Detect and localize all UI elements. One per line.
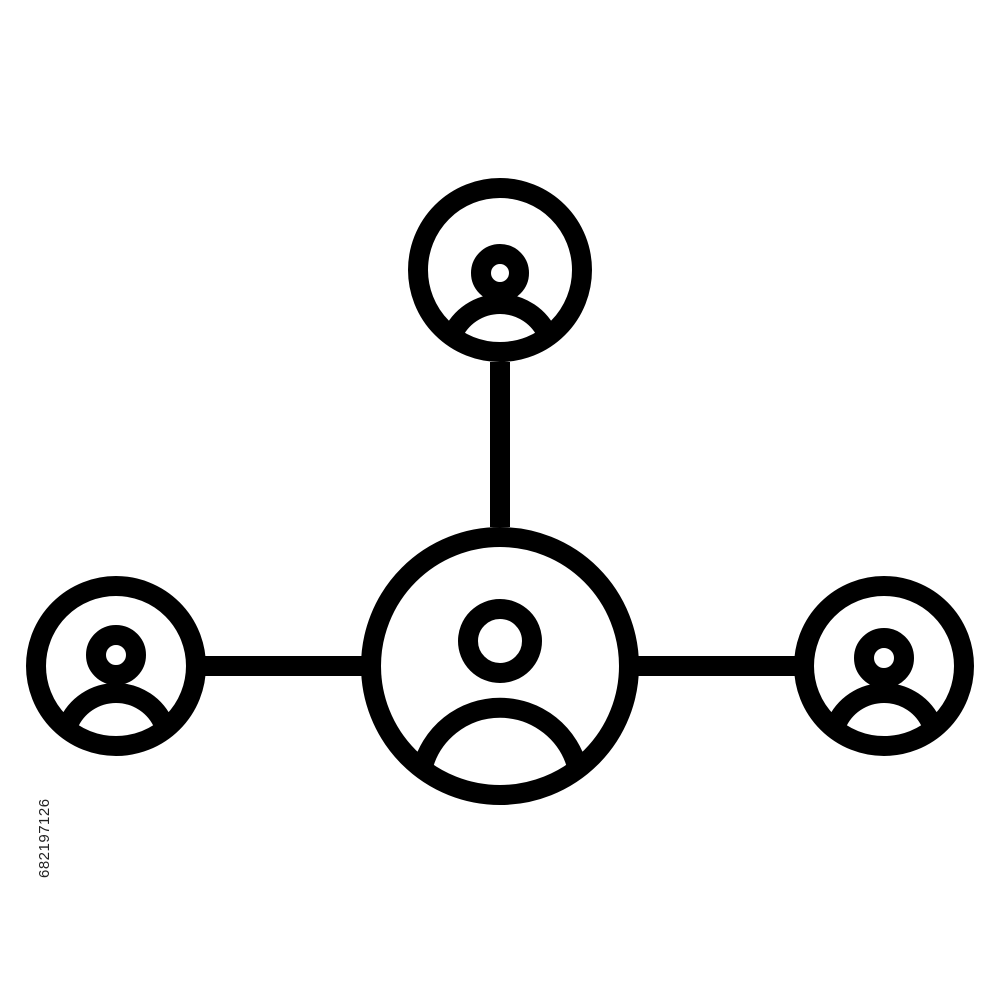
top-user-head-icon	[471, 244, 529, 302]
central-user-node	[361, 527, 639, 805]
left-node-ring	[26, 576, 206, 756]
stock-image-id: 682197126	[36, 798, 53, 878]
right-user-body-icon	[826, 683, 942, 730]
right-node-ring	[794, 576, 974, 756]
left-user-body-icon	[58, 683, 174, 730]
top-user-node	[408, 178, 592, 362]
top-node-ring	[408, 178, 592, 362]
central-node-ring	[361, 527, 639, 805]
right-user-node	[794, 576, 974, 756]
left-user-head-icon	[86, 625, 146, 685]
central-user-body-icon	[412, 697, 588, 773]
left-user-node	[26, 576, 206, 756]
top-user-body-icon	[442, 294, 558, 341]
central-user-head-icon	[458, 599, 542, 683]
right-user-head-icon	[854, 628, 914, 688]
